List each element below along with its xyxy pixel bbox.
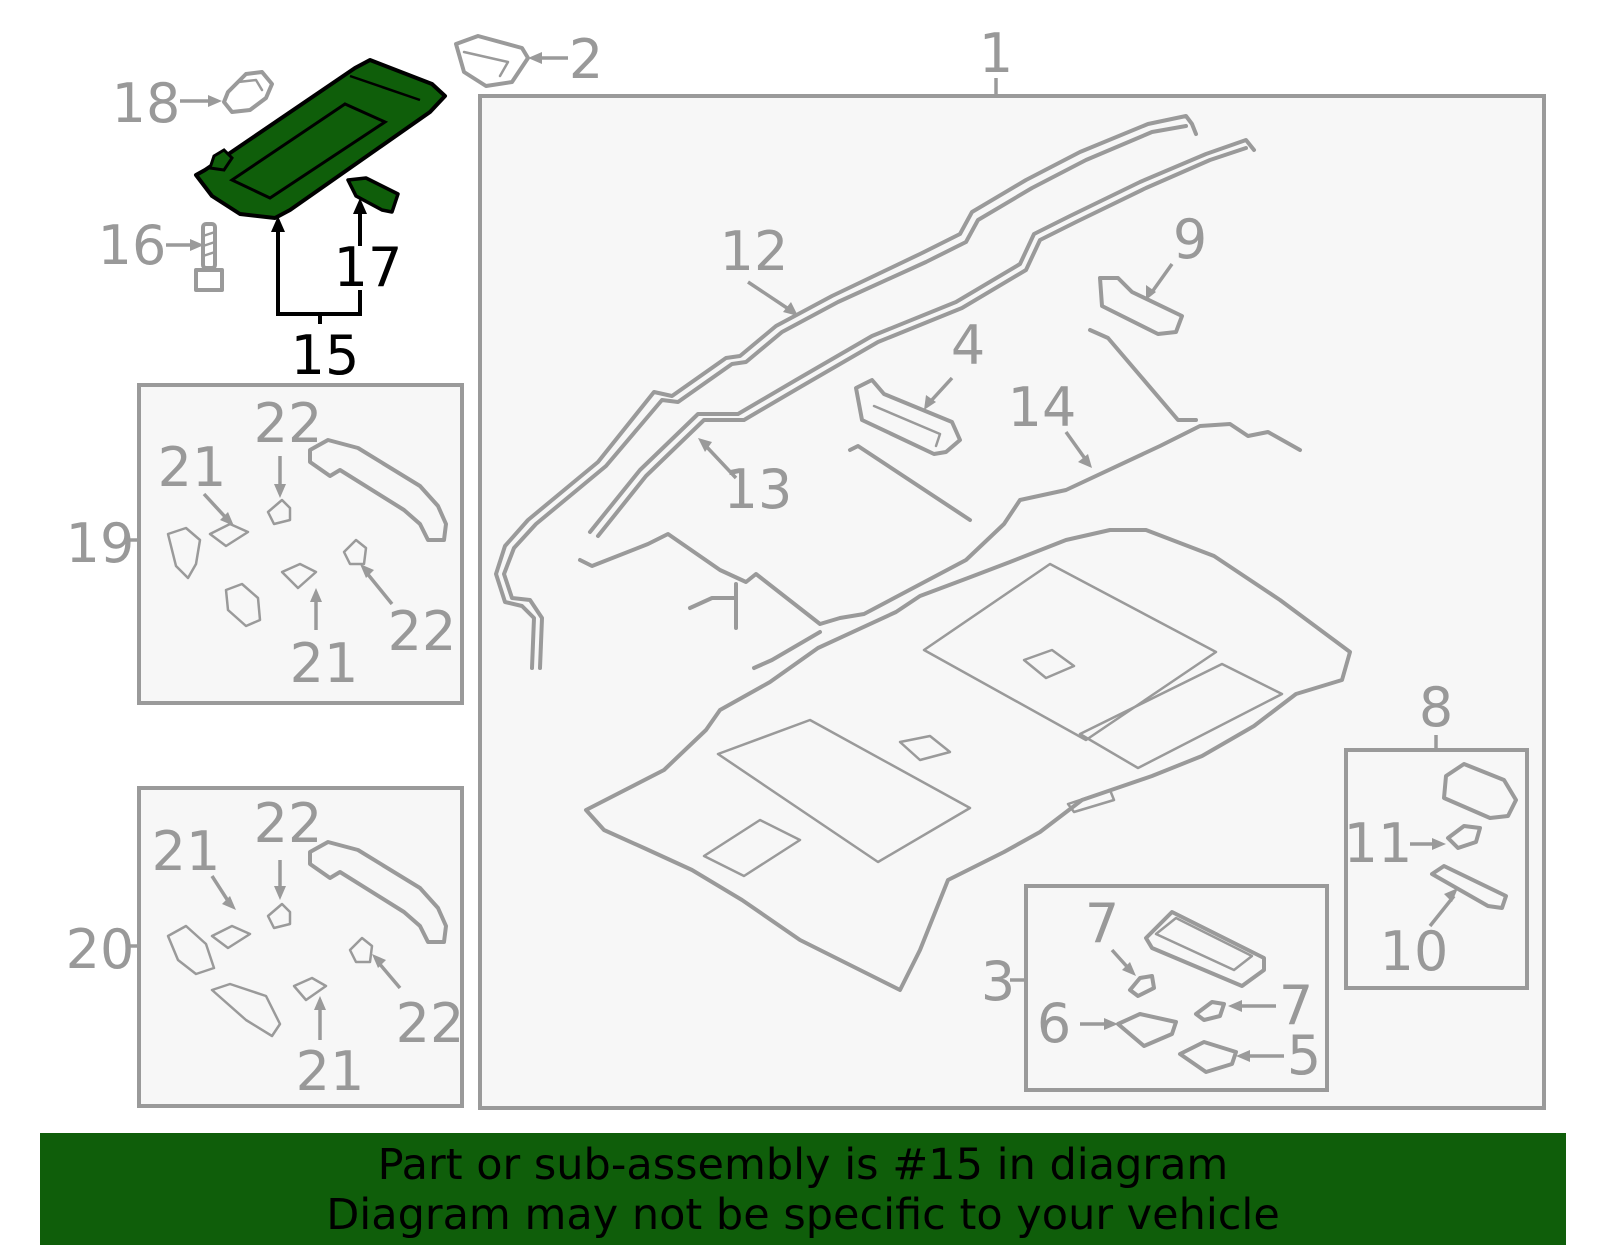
callout-21b: 21	[290, 632, 359, 695]
callout-19: 19	[66, 512, 135, 575]
lamp-switch-5	[1178, 1040, 1238, 1074]
callout-16: 16	[98, 214, 167, 277]
callout-20: 20	[66, 918, 135, 981]
courtesy-lamp-part	[1098, 276, 1184, 336]
callout-10: 10	[1380, 920, 1449, 983]
callout-15: 15	[291, 324, 360, 387]
callout-11: 11	[1344, 812, 1413, 875]
wire-harness-14	[578, 422, 1302, 626]
callout-5: 5	[1287, 1024, 1321, 1087]
lens-10	[1430, 864, 1508, 910]
callout-4: 4	[951, 314, 985, 377]
callout-17: 17	[334, 236, 403, 299]
visor-clip-part	[346, 176, 400, 214]
sun-visor-part	[194, 58, 447, 220]
callout-22b: 22	[388, 600, 457, 663]
callout-12: 12	[720, 220, 789, 283]
callout-1: 1	[979, 22, 1013, 85]
callout-9: 9	[1173, 208, 1207, 271]
callout-2: 2	[569, 28, 603, 91]
callout-18: 18	[112, 72, 181, 135]
callout-13: 13	[724, 458, 793, 521]
bulb-7a	[1128, 974, 1156, 998]
wire-harness-12	[494, 114, 1198, 670]
callout-3: 3	[981, 950, 1015, 1013]
callout-22c: 22	[254, 792, 323, 855]
headliner-part	[584, 528, 1352, 992]
callout-22d: 22	[396, 992, 465, 1055]
callout-21d: 21	[296, 1040, 365, 1103]
cargo-lamp-part	[1442, 762, 1518, 820]
bracket-part	[454, 34, 530, 88]
banner-line-2: Diagram may not be specific to your vehi…	[326, 1190, 1280, 1240]
callout-14: 14	[1008, 376, 1077, 439]
callout-22a: 22	[254, 392, 323, 455]
bulb-7b	[1194, 1000, 1226, 1022]
grab-handle-19	[166, 438, 448, 628]
callout-7a: 7	[1085, 892, 1119, 955]
callout-21c: 21	[152, 820, 221, 883]
bulb-11	[1446, 824, 1482, 850]
visor-holder-part	[222, 70, 274, 114]
lamp-switch-6	[1116, 1012, 1178, 1048]
callout-21a: 21	[158, 436, 227, 499]
callout-7b: 7	[1279, 974, 1313, 1037]
grab-handle-20	[166, 840, 448, 1038]
info-banner: Part or sub-assembly is #15 in diagram D…	[40, 1133, 1566, 1245]
dome-lamp-lens-part	[1144, 910, 1266, 988]
callout-6: 6	[1037, 992, 1071, 1055]
screw-part	[194, 222, 224, 292]
banner-line-1: Part or sub-assembly is #15 in diagram	[377, 1140, 1229, 1190]
wire-harness-13	[588, 138, 1256, 534]
map-lamp-part	[854, 378, 962, 456]
grab-handle-box-19	[137, 383, 464, 705]
callout-8: 8	[1419, 676, 1453, 739]
